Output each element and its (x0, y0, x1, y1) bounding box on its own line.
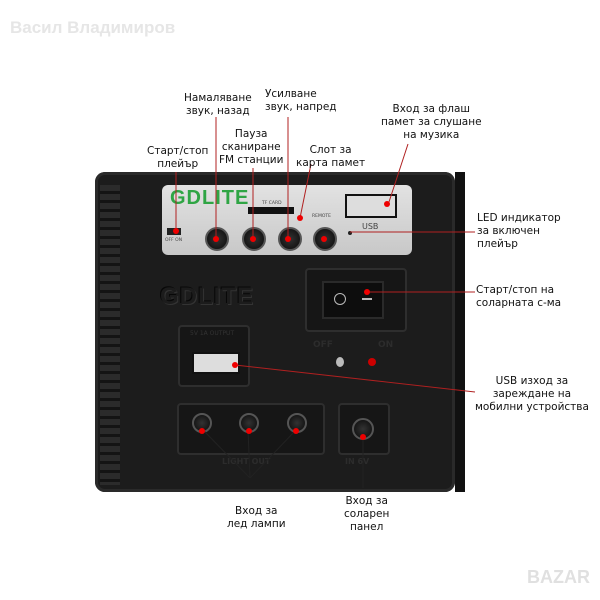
label-pause-scan: Пауза сканиране FM станции (219, 128, 284, 166)
label-player-power: Старт/стоп плейър (147, 145, 209, 170)
brand-logo: GDLITE (170, 187, 250, 209)
on-symbol-icon (362, 298, 372, 300)
remote-label: REMOTE (312, 214, 331, 219)
usb-output-port[interactable] (192, 352, 240, 374)
tf-card-label: TF CARD (262, 201, 282, 206)
label-solar-panel: Вход за соларен панел (344, 495, 390, 533)
on-label: ON (378, 340, 394, 350)
label-card-slot: Слот за карта памет (296, 144, 366, 169)
label-solar-power: Старт/стоп на соларната с-ма (476, 284, 562, 309)
device-side (455, 172, 465, 492)
label-led-lamps: Вход за лед лампи (227, 505, 286, 530)
device-grill (100, 185, 120, 485)
label-led-indicator: LED индикатор за включен плейър (477, 212, 561, 250)
bazar-logo: BAZAR (527, 567, 590, 587)
solar-power-switch[interactable] (322, 281, 384, 319)
label-volume-down: Намаляване звук, назад (184, 92, 252, 117)
label-flash-input: Вход за флаш памет за слушане на музика (381, 103, 482, 141)
off-symbol-icon (334, 293, 346, 305)
off-led (336, 357, 344, 367)
led-out-label: LIGHT OUT (222, 457, 271, 466)
on-led (368, 358, 376, 366)
usb-output-label: 5V 1A OUTPUT (190, 330, 235, 337)
usb-label: USB (362, 222, 379, 231)
player-switch-label: OFF ON (165, 238, 183, 243)
embossed-brand: GDLITE (160, 283, 254, 310)
label-volume-up: Усилване звук, напред (265, 88, 337, 113)
led-indicator (348, 231, 352, 235)
tf-card-slot[interactable] (248, 207, 294, 214)
off-label: OFF (313, 340, 333, 350)
watermark: Васил Владимиров (10, 18, 176, 37)
label-usb-output: USB изход за зареждане на мобилни устрой… (475, 375, 589, 413)
dc-in-label: IN 6V (345, 457, 370, 466)
